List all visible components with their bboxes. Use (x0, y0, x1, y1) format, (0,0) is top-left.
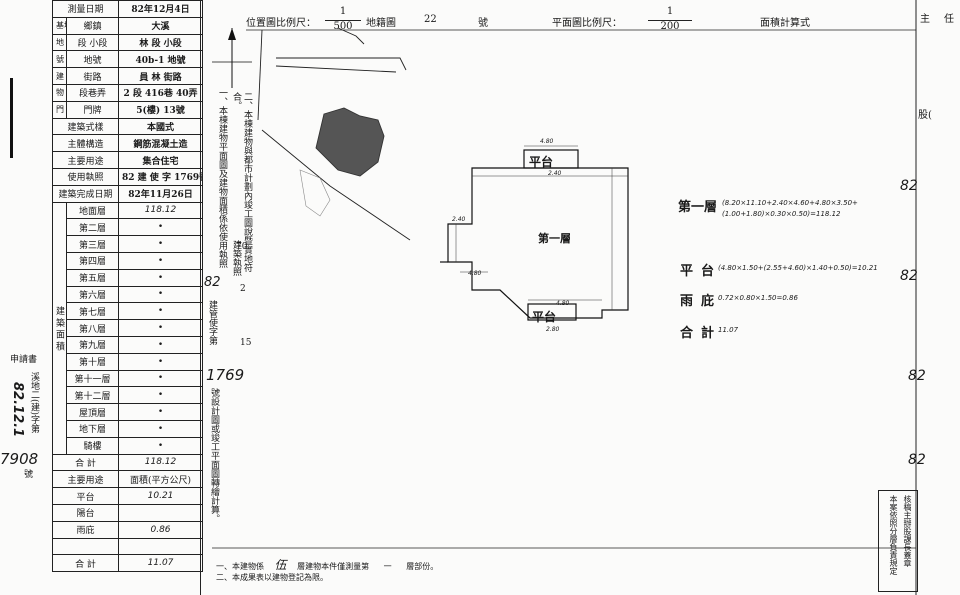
dim-5: 4.80 (556, 300, 570, 307)
floor-area: • (118, 285, 204, 304)
location-scale-label: 位置圖比例尺： (246, 18, 316, 29)
footer-note-2: 二、本成果表以建物登記為限。 (216, 573, 328, 582)
calc-canopy-formula: 0.72×0.80×1.50=0.86 (718, 294, 798, 302)
plan-scale-denominator: 200 (660, 21, 680, 32)
dim-2: 2.40 (548, 170, 562, 177)
floor-label: 第八層 (65, 319, 120, 337)
plan-scale-numerator: 1 (666, 6, 674, 17)
footer-note-1-floors: 伍 (274, 558, 287, 572)
cadastral-map-suffix: 號 (478, 18, 488, 29)
table-row: 陽台 (51, 503, 204, 522)
approval-stamp-text-2: 核稿主辦股課長蓋章 (903, 495, 912, 567)
table-row: 第二層• (53, 218, 204, 237)
approval-stamp-box: 核稿主辦股課長蓋章 本案依照分層負責規定 (878, 490, 918, 592)
area-calc-label: 面積計算式 (760, 18, 810, 29)
calc-platform-label: 平台 (680, 264, 723, 279)
notes-column (200, 0, 213, 595)
note-a: 建築執照 (231, 240, 241, 276)
application-label: 申請書 (10, 355, 38, 365)
attach-total-label: 合 計 (51, 554, 120, 573)
binding-mark (0, 78, 13, 158)
north-arrow-icon (212, 28, 252, 88)
dim-1: 4.80 (540, 138, 554, 145)
plan-scale-label: 平面圖比例尺： (552, 18, 622, 29)
location-scale-denominator: 500 (333, 21, 353, 32)
application-number: 7908 (0, 450, 39, 468)
right-strip-top-2: 任 (944, 14, 954, 25)
calc-floor1-formula: (8.20×11.10+2.40×4.60+4.80×3.50+(1.00+1.… (722, 199, 858, 218)
dim-6: 2.80 (546, 326, 560, 333)
calc-total-value: 11.07 (718, 326, 739, 334)
table-row: 第五層• (53, 268, 204, 287)
application-number-label: 溪地二(建)字第 (29, 372, 39, 434)
plan-platform-top: 平台 (529, 155, 554, 169)
footer-note-1-a: 一、本建物係 (216, 562, 264, 571)
note-b: 建管使字第 (207, 300, 217, 345)
footer-note-1-c: 層部份。 (406, 562, 439, 571)
table-row (51, 537, 204, 556)
table-row: 主體構造鋼筋混凝土造 (51, 134, 204, 153)
attach-area: 10.21 (118, 487, 204, 505)
dim-3: 2.40 (452, 216, 466, 223)
note-month: 2 (240, 284, 246, 294)
application-date: 82.12.1 (10, 382, 25, 438)
calc-platform-formula: (4.80×1.50+(2.55+4.60)×1.40+0.50)=10.21 (718, 264, 878, 272)
number-suffix: 號 (24, 470, 34, 480)
left-margin: 申請書 溪地二(建)字第 82.12.1 7908 號 (0, 0, 52, 595)
floor-plan (440, 149, 629, 321)
note-day: 15 (240, 338, 252, 348)
cadastral-map-number: 22 (424, 14, 437, 25)
stamp-82: 82 (204, 275, 221, 290)
plan-dimension-lines (455, 145, 628, 310)
dim-4: 4.80 (468, 270, 482, 277)
calc-total-label: 合計 (680, 326, 723, 341)
table-row: 第四層• (53, 251, 204, 270)
note-c: 號設計圖或竣工平面圖轉繪計算。 (209, 388, 219, 523)
footer-note-1: 一、本建物係 伍 層建物本件僅測量第 一 層部份。 (216, 556, 438, 573)
table-row: 第十層• (53, 352, 204, 371)
footer-note-1-b: 層建物本件僅測量第 (297, 562, 370, 571)
note-year: 70 (236, 242, 248, 252)
floor-label: 第二層 (65, 218, 120, 237)
table-row: 建街路員 林 街路 (52, 67, 204, 85)
note-2: 二、本棟建物與都市計劃內竣工圖說暨實地符合。 (231, 92, 252, 272)
right-strip-4: 82 (908, 368, 926, 384)
calc-canopy-label: 雨庇 (680, 294, 723, 309)
plan-floor-label: 第一層 (538, 232, 571, 245)
right-strip-5: 82 (908, 452, 926, 468)
right-strip-2: 82 (900, 178, 918, 194)
right-strip-top: 主 (920, 14, 930, 25)
location-map (257, 27, 411, 241)
stamp-1769: 1769 (206, 366, 245, 384)
plan-platform-bottom: 平台 (532, 310, 557, 324)
table-row: 第三層• (53, 235, 204, 253)
table-row: 第七層• (53, 302, 204, 321)
right-strip-3: 82 (900, 268, 918, 284)
cadastral-map-label: 地籍圖 (366, 18, 396, 29)
location-scale-numerator: 1 (339, 6, 347, 17)
note-1: 一、本棟建物平面圖及建物面積係依使用執照 (217, 88, 227, 268)
approval-stamp-text-1: 本案依照分層負責規定 (889, 495, 898, 575)
right-strip-1: 股( (918, 110, 932, 121)
table-row: 第八層• (53, 319, 204, 337)
footer-note-1-floor: 一 (383, 562, 392, 571)
table-row: 基地鄉鎮大溪 (52, 16, 204, 35)
attach-total-value: 11.07 (118, 554, 204, 573)
calc-floor1-label: 第一層 (678, 200, 718, 215)
